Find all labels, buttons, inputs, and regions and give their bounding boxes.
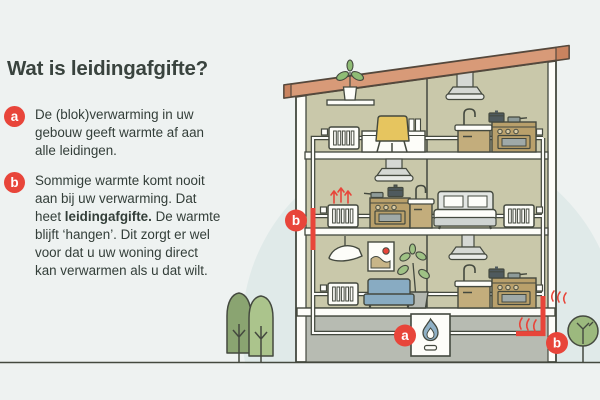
marker-b-left-label: b bbox=[292, 213, 300, 228]
book-icon bbox=[408, 118, 415, 132]
heat-waves-icon bbox=[550, 290, 567, 304]
legend-item-b: b Sommige warmte komt nooit aan bij uw v… bbox=[4, 172, 220, 280]
pine-tree-light-icon bbox=[248, 295, 274, 362]
legend-marker-a: a bbox=[4, 106, 25, 127]
study-room bbox=[326, 59, 426, 153]
stove-icon bbox=[491, 277, 537, 309]
radiator-icon bbox=[319, 126, 544, 306]
diagram-markers: b a b bbox=[285, 209, 568, 354]
wall-shelf-icon bbox=[326, 99, 375, 106]
bed-icon bbox=[433, 190, 497, 230]
pine-tree-dark-icon bbox=[226, 292, 252, 362]
heat-waves-icon bbox=[518, 317, 537, 332]
boiler-icon bbox=[410, 313, 451, 357]
red-pipe-segment-right bbox=[516, 296, 546, 337]
legend-item-a: a De (blok)verwarming in uw gebouw geeft… bbox=[4, 106, 204, 160]
roof bbox=[283, 44, 570, 99]
kitchen-middle bbox=[363, 184, 435, 229]
range-hood-icon bbox=[374, 167, 414, 182]
marker-b-right-pipe bbox=[546, 332, 568, 354]
range-hood-icon bbox=[445, 86, 485, 101]
marker-a-label: a bbox=[401, 328, 409, 343]
legend-text-b: Sommige warmte komt nooit aan bij uw ver… bbox=[35, 173, 221, 278]
round-tree-icon bbox=[567, 315, 599, 362]
pendant-lamp-icon bbox=[328, 236, 363, 262]
marker-b-right-label: b bbox=[553, 336, 561, 351]
living-room bbox=[328, 236, 430, 309]
marker-b-left-pipe bbox=[285, 209, 307, 232]
ceiling-lamp-icon bbox=[461, 234, 475, 248]
explanation-panel: Wat is leidingafgifte? a De (blok)verwar… bbox=[4, 57, 220, 280]
legend-text-a: De (blok)verwarming in uw gebouw geeft w… bbox=[35, 107, 204, 158]
faucet-icon bbox=[415, 184, 427, 199]
counter-icon bbox=[409, 202, 433, 229]
page-title: Wat is leidingafgifte? bbox=[7, 57, 208, 80]
sofa-icon bbox=[363, 278, 415, 309]
legend-marker-b: b bbox=[4, 172, 25, 193]
plant-icon bbox=[335, 59, 365, 101]
ceiling-lamp-icon bbox=[448, 246, 488, 261]
picture-frame-icon bbox=[367, 241, 395, 272]
heat-arrows-icon bbox=[330, 187, 352, 204]
floor-slab-top bbox=[304, 151, 549, 160]
floor-slab-middle bbox=[304, 227, 549, 236]
stove-icon bbox=[491, 121, 537, 153]
book-icon bbox=[414, 118, 422, 132]
chair-icon bbox=[375, 115, 410, 153]
range-hood-icon bbox=[385, 158, 403, 170]
marker-a-boiler bbox=[394, 324, 416, 347]
foreground-ground bbox=[0, 363, 600, 400]
